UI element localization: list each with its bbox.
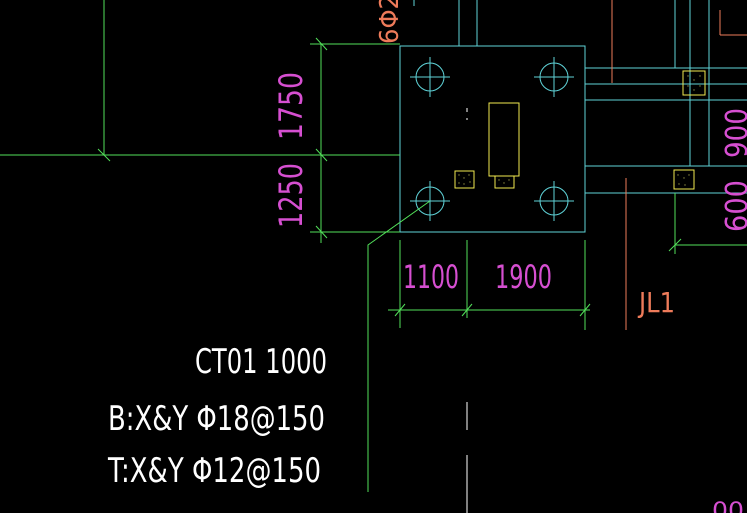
column-rect xyxy=(488,102,520,177)
pile-cap-outline xyxy=(399,45,586,233)
pile-bottom-right xyxy=(534,181,574,221)
stud-4 xyxy=(673,169,695,190)
yellow-elements xyxy=(454,70,706,190)
corner-partial-label: 00 xyxy=(712,499,744,513)
dim-label-900: 900 xyxy=(720,108,747,158)
pile-top-right xyxy=(534,57,574,97)
orange-linework xyxy=(611,0,747,330)
pile-top-left xyxy=(410,57,450,97)
pile-cap-id-label: CT01 1000 xyxy=(195,342,327,382)
green-dimensions xyxy=(97,0,747,492)
label-top-partial: 6Φ2 xyxy=(375,0,405,44)
dim-label-1900: 1900 xyxy=(495,258,552,296)
dim-label-1100: 1100 xyxy=(403,258,459,296)
dim-label-1250: 1250 xyxy=(272,163,310,228)
stud-1 xyxy=(454,170,475,189)
stud-hatching xyxy=(458,75,701,186)
cyan-linework xyxy=(0,0,747,233)
beam-label-jl1: JL1 xyxy=(637,286,675,319)
piles xyxy=(410,57,574,221)
stud-3 xyxy=(682,70,706,96)
rebar-bottom-label: B:X&Y Φ18@150 xyxy=(108,399,325,439)
dim-label-1750: 1750 xyxy=(272,72,310,140)
stud-2 xyxy=(494,175,515,189)
rebar-top-label: T:X&Y Φ12@150 xyxy=(107,451,321,491)
dim-label-600: 600 xyxy=(720,180,747,232)
